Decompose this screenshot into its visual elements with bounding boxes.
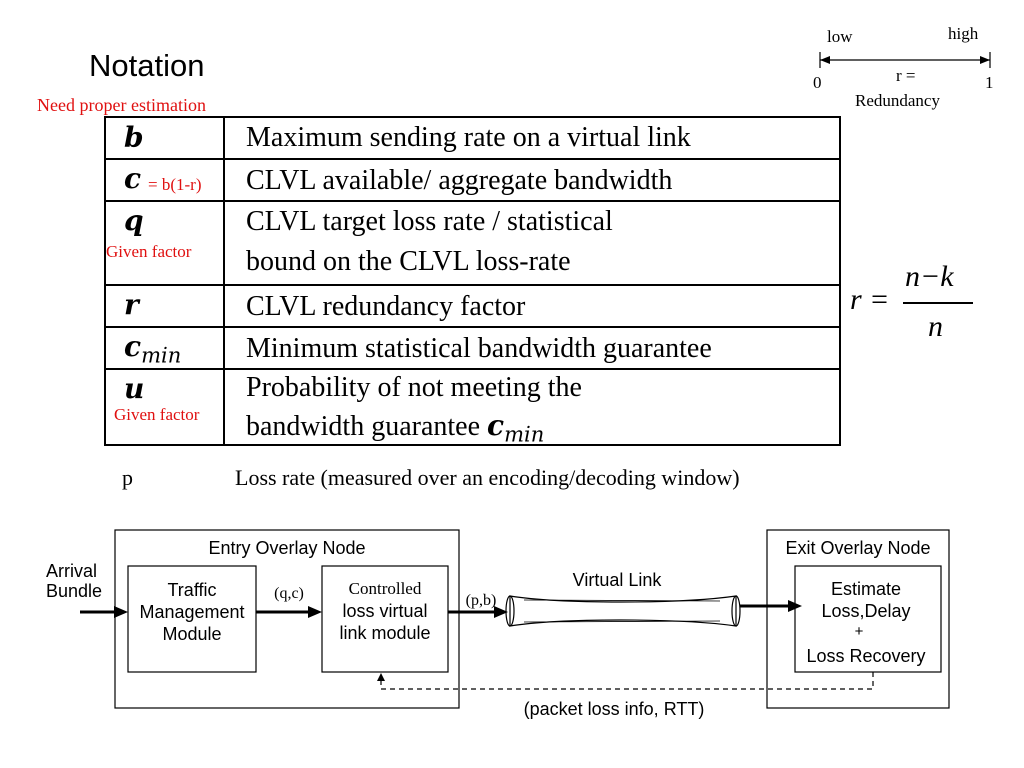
fraction-bar bbox=[903, 302, 973, 304]
feedback-label: (packet loss info, RTT) bbox=[524, 699, 705, 719]
scale-arrow bbox=[819, 52, 991, 68]
svg-text:loss virtual: loss virtual bbox=[342, 601, 427, 621]
need-estimation-note: Need proper estimation bbox=[37, 95, 206, 115]
table-row: u Given factor Probability of not meetin… bbox=[106, 368, 839, 446]
pb-label: (p,b) bbox=[466, 592, 497, 609]
row-description: CLVL available/ aggregate bandwidth bbox=[246, 165, 673, 196]
symbol-q: q bbox=[124, 204, 144, 237]
exit-node-title: Exit Overlay Node bbox=[785, 538, 930, 558]
page-title: Notation bbox=[89, 48, 205, 83]
svg-text:Estimate: Estimate bbox=[831, 579, 901, 599]
symbol-u: u bbox=[124, 372, 145, 405]
row-description: bandwidth guarantee cmin bbox=[246, 409, 545, 447]
table-column-divider bbox=[223, 118, 225, 444]
row-description: bound on the CLVL loss-rate bbox=[246, 246, 571, 277]
scale-one-label: 1 bbox=[985, 73, 994, 92]
notation-table: b Maximum sending rate on a virtual link… bbox=[104, 116, 841, 446]
p-description: Loss rate (measured over an encoding/dec… bbox=[235, 465, 740, 490]
svg-text:Loss,Delay: Loss,Delay bbox=[821, 601, 910, 621]
svg-text:Module: Module bbox=[162, 624, 221, 644]
arrival-label: Arrival bbox=[46, 561, 97, 581]
svg-text:Management: Management bbox=[139, 602, 244, 622]
row-description: Probability of not meeting the bbox=[246, 372, 582, 403]
overlay-diagram: Entry Overlay Node Arrival Bundle Traffi… bbox=[46, 529, 950, 719]
virtual-link-label: Virtual Link bbox=[573, 570, 663, 590]
entry-node-box bbox=[114, 529, 460, 709]
exit-node-box bbox=[766, 529, 950, 709]
traffic-management-module bbox=[127, 565, 257, 673]
estimate-module bbox=[794, 565, 942, 673]
feedback-path bbox=[380, 672, 874, 690]
row-description: Maximum sending rate on a virtual link bbox=[246, 122, 691, 153]
svg-text:Loss Recovery: Loss Recovery bbox=[806, 646, 925, 666]
qc-label: (q,c) bbox=[274, 585, 304, 602]
row-description: CLVL target loss rate / statistical bbox=[246, 206, 613, 237]
table-row: c = b(1-r) CLVL available/ aggregate ban… bbox=[106, 158, 839, 200]
svg-text:Controlled: Controlled bbox=[349, 579, 422, 598]
given-factor-note: Given factor bbox=[114, 405, 200, 424]
c-formula-note: = b(1-r) bbox=[148, 175, 202, 194]
svg-text:Traffic: Traffic bbox=[167, 580, 216, 600]
entry-node-title: Entry Overlay Node bbox=[208, 538, 365, 558]
symbol-r: r bbox=[124, 288, 139, 321]
formula-lhs: r = bbox=[850, 283, 890, 316]
svg-text:+: + bbox=[855, 623, 864, 640]
table-row: cmin Minimum statistical bandwidth guara… bbox=[106, 326, 839, 368]
row-description: Minimum statistical bandwidth guarantee bbox=[246, 333, 712, 364]
svg-text:link module: link module bbox=[339, 623, 430, 643]
scale-low-label: low bbox=[827, 27, 853, 46]
table-row: q Given factor CLVL target loss rate / s… bbox=[106, 200, 839, 284]
symbol-b: b bbox=[124, 121, 144, 154]
row-description: CLVL redundancy factor bbox=[246, 291, 526, 322]
table-row: b Maximum sending rate on a virtual link bbox=[106, 118, 839, 158]
formula-numerator: n−k bbox=[905, 260, 954, 293]
symbol-p: p bbox=[122, 465, 133, 490]
symbol-c: c bbox=[124, 162, 142, 195]
scale-r-label: r = bbox=[896, 66, 916, 85]
scale-redundancy-label: Redundancy bbox=[855, 91, 940, 110]
scale-high-label: high bbox=[948, 24, 979, 43]
given-factor-note: Given factor bbox=[106, 242, 192, 261]
symbol-cmin: cmin bbox=[124, 330, 182, 368]
bundle-label: Bundle bbox=[46, 581, 102, 601]
scale-zero-label: 0 bbox=[813, 73, 822, 92]
clvl-module bbox=[321, 565, 449, 673]
formula-denominator: n bbox=[928, 310, 943, 343]
table-row: r CLVL redundancy factor bbox=[106, 284, 839, 326]
